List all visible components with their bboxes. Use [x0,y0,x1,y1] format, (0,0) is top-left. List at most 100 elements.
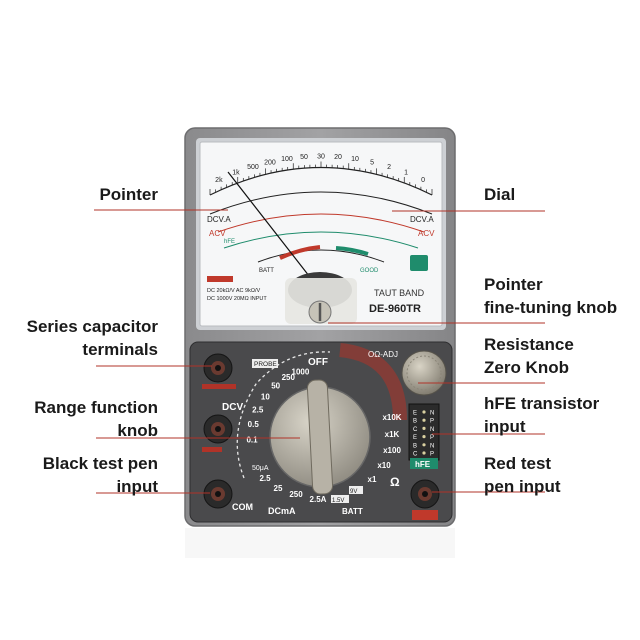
label-fine-tuning: Pointer fine-tuning knob [484,275,618,317]
acv-scale-label-right: ACV [418,229,435,238]
dcma-range-value[interactable]: 2.5A [310,495,327,504]
dcv-range-value[interactable]: 250 [282,373,296,382]
dcv-scale-label-right: DCV.A [410,215,434,224]
ohm-range-value[interactable]: x10K [382,413,401,422]
red-jack-mark [412,510,438,520]
dcv-range-value[interactable]: 10 [261,393,270,402]
ohm-range-value[interactable]: x1 [368,475,377,484]
dcv-scale-label: DCV.A [207,215,231,224]
dcv-range-value[interactable]: 50 [271,381,280,390]
ohm-scale-number: 30 [317,154,325,161]
label-series-capacitor: Series capacitor terminals [26,317,158,359]
hfe-tag [410,458,438,469]
hfe-pin-hole[interactable] [422,410,426,414]
spec-warning-tag [207,276,233,282]
ohm-scale-number: 50 [300,154,308,161]
ohm-scale-number: 100 [281,156,293,163]
dcv-range-value[interactable]: 0.5 [248,420,260,429]
hfe-scale-arc [223,231,419,249]
reflection [185,528,455,558]
com-jack[interactable] [203,479,233,509]
ua-range-label: 50μA [252,465,269,472]
dcma-range-labels: 2.525 250 2.5A [259,474,326,504]
panel-white-dashes [236,351,331,479]
taut-band-label: TAUT BAND [374,288,425,298]
hfe-pin-type: P [430,435,434,441]
dcma-range-value[interactable]: 2.5 [259,474,271,483]
hfe-pin-hole[interactable] [422,426,426,430]
hfe-pin-type: N [430,411,434,417]
dcma-range-value[interactable]: 25 [274,484,283,493]
hfe-pin-hole[interactable] [422,443,426,447]
probe-tag [252,359,278,368]
ohm-scale-number: 2 [387,164,391,171]
ohm-scale-number: 2k [215,177,223,184]
label-dial: Dial [484,185,516,204]
batt-9v-label: 9V [350,489,357,495]
model-label: DE-960TR [369,303,421,315]
adj-label: OΩ-ADJ [368,350,398,359]
dcv-range-value[interactable]: 1000 [292,367,310,376]
dcv-scale-arc [209,191,433,215]
middle-jack[interactable] [203,414,233,444]
dcv-range-value[interactable]: 2.5 [252,406,264,415]
acv-scale-label: ACV [209,229,226,238]
ohm-scale-number: 0 [421,177,425,184]
spec-line-2: DC 1000V 20MΩ INPUT [207,296,267,302]
label-red-pen: Red test pen input [484,454,561,496]
ohm-scale-number: 200 [264,159,276,166]
ohm-scale-number: 10 [351,156,359,163]
jack-red-label-2 [202,447,222,452]
probe-label: PROBE [254,361,277,368]
off-label: OFF [308,357,328,368]
batt-scale-arc [257,249,385,263]
acv-scale-arc [217,213,425,233]
hfe-pin-label: C [413,452,418,458]
hfe-pin-hole[interactable] [422,435,426,439]
red-pen-jack[interactable] [410,479,440,509]
hfe-pin-hole[interactable] [422,418,426,422]
label-black-pen: Black test pen input [42,454,158,496]
series-capacitor-jack[interactable] [203,353,233,383]
batt-scale-label: BATT [259,268,274,274]
ohm-range-value[interactable]: x10 [377,461,391,470]
dial-window: DCV.A DCV.A ACV ACV hFE BATT GOOD 2k1k50… [196,138,446,330]
ohm-range-value[interactable]: x1K [385,430,400,439]
good-scale-label: GOOD [360,268,379,274]
hfe-pin-label: E [413,435,417,441]
hfe-pin-type: P [430,452,434,458]
hfe-pin-hole[interactable] [422,451,426,455]
hfe-pin-label: B [413,419,417,425]
dcma-range-value[interactable]: 250 [289,490,303,499]
resistance-zero-knob[interactable] [401,350,447,396]
hfe-pin-type: N [430,427,434,433]
dcma-label: DCmA [268,506,296,516]
ohm-scale-number: 20 [334,154,342,161]
pointer-needle [227,171,321,291]
hfe-pin-label: E [413,411,417,417]
hfe-scale-label: hFE [224,239,235,245]
hfe-pin-label: C [413,427,418,433]
batt-15v-tag [331,495,349,503]
batt-good-zone [335,246,369,256]
ohm-scale-number: 1k [232,170,240,177]
label-hfe: hFE transistor input [484,394,600,436]
batt-15v-label: 1.5V [332,498,344,504]
spec-line-1: DC 20kΩ/V AC 9kΩ/V [207,288,260,294]
com-label: COM [232,502,253,512]
dcv-range-value[interactable]: 0.1 [246,435,258,444]
hfe-pin-type: P [430,419,434,425]
ohm-scale-number: 500 [247,164,259,171]
batt-9v-tag [349,486,363,494]
range-function-knob[interactable] [269,379,371,495]
ohm-scale-number: 5 [370,159,374,166]
ohm-scale-number: 1 [404,170,408,177]
leader-lines [94,209,545,494]
panel-red-arc [339,343,407,421]
ohm-range-value[interactable]: x100 [383,446,401,455]
batt-bad-zone [279,245,321,260]
